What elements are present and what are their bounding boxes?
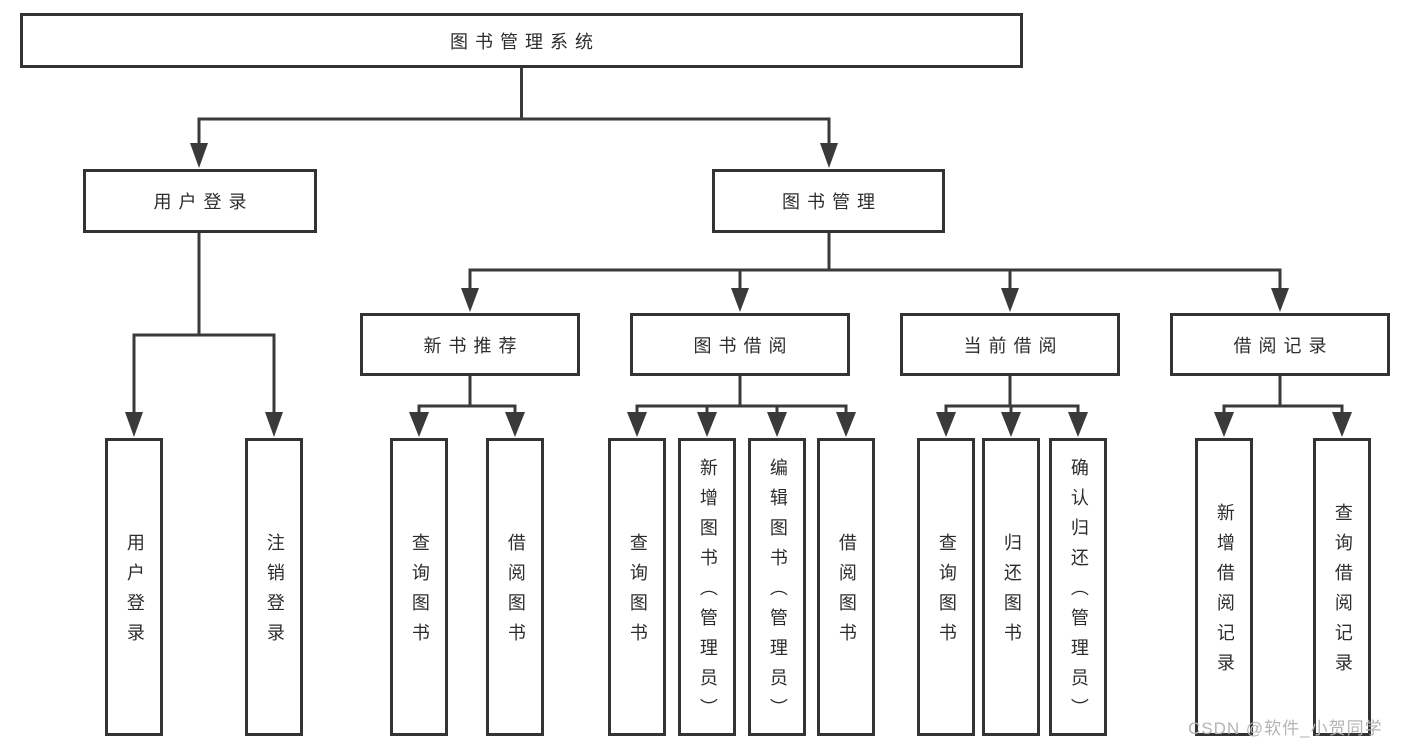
arrowhead <box>1332 412 1352 437</box>
leaf-label: 查询图书 <box>409 533 430 653</box>
leaf-newbook-query-books: 查询图书 <box>390 438 448 736</box>
leaf-label: 确认归还（管理员） <box>1068 458 1089 728</box>
arrowhead <box>767 412 787 437</box>
leaf-label: 归还图书 <box>1001 533 1022 653</box>
node-label: 借阅记录 <box>1233 335 1334 356</box>
leaf-confirm-return-admin: 确认归还（管理员） <box>1049 438 1107 736</box>
arrowhead <box>265 412 283 437</box>
arrowhead <box>627 412 647 437</box>
node-new-book-recommend: 新书推荐 <box>360 313 580 376</box>
node-label: 图书管理系统 <box>450 31 600 52</box>
arrowhead <box>936 412 956 437</box>
arrowhead <box>1271 288 1289 312</box>
arrowhead <box>1214 412 1234 437</box>
node-label: 用户登录 <box>153 192 254 212</box>
node-label: 当前借阅 <box>963 335 1064 356</box>
arrowhead <box>836 412 856 437</box>
leaf-label: 编辑图书（管理员） <box>767 458 788 728</box>
leaf-label: 查询图书 <box>936 533 957 653</box>
leaf-borrow-query-books: 查询图书 <box>608 438 666 736</box>
leaf-edit-book-admin: 编辑图书（管理员） <box>748 438 806 736</box>
leaf-label: 借阅图书 <box>836 533 857 653</box>
leaf-add-book-admin: 新增图书（管理员） <box>678 438 736 736</box>
leaf-newbook-borrow-books: 借阅图书 <box>486 438 544 736</box>
arrowhead <box>409 412 429 437</box>
leaf-label: 新增借阅记录 <box>1214 503 1235 683</box>
leaf-label: 借阅图书 <box>505 533 526 653</box>
node-label: 图书借阅 <box>693 335 794 356</box>
leaf-logout: 注销登录 <box>245 438 303 736</box>
leaf-label: 新增图书（管理员） <box>697 458 718 728</box>
arrowhead <box>505 412 525 437</box>
leaf-add-borrow-record: 新增借阅记录 <box>1195 438 1253 736</box>
node-book-borrow: 图书借阅 <box>630 313 850 376</box>
arrowhead <box>1001 412 1021 437</box>
leaf-borrow-borrow-books: 借阅图书 <box>817 438 875 736</box>
leaf-label: 查询借阅记录 <box>1332 503 1353 683</box>
leaf-user-login: 用户登录 <box>105 438 163 736</box>
arrowhead <box>697 412 717 437</box>
arrowhead <box>1068 412 1088 437</box>
csdn-watermark: CSDN @软件_小贺同学 <box>1188 719 1383 738</box>
arrowhead <box>125 412 143 437</box>
arrowhead <box>820 143 838 168</box>
node-current-borrow: 当前借阅 <box>900 313 1120 376</box>
leaf-label: 用户登录 <box>124 533 145 653</box>
node-label: 新书推荐 <box>423 335 524 356</box>
node-label: 图书管理 <box>782 192 882 212</box>
leaf-label: 注销登录 <box>264 533 285 653</box>
arrowhead <box>461 288 479 312</box>
node-root-system: 图书管理系统 <box>20 13 1023 68</box>
node-borrow-records: 借阅记录 <box>1170 313 1390 376</box>
leaf-return-books: 归还图书 <box>982 438 1040 736</box>
node-user-login: 用户登录 <box>83 169 317 233</box>
arrowhead <box>731 288 749 312</box>
arrowhead <box>1001 288 1019 312</box>
arrowhead <box>190 143 208 168</box>
leaf-query-borrow-record: 查询借阅记录 <box>1313 438 1371 736</box>
leaf-current-query-books: 查询图书 <box>917 438 975 736</box>
leaf-label: 查询图书 <box>627 533 648 653</box>
node-book-management: 图书管理 <box>712 169 945 233</box>
